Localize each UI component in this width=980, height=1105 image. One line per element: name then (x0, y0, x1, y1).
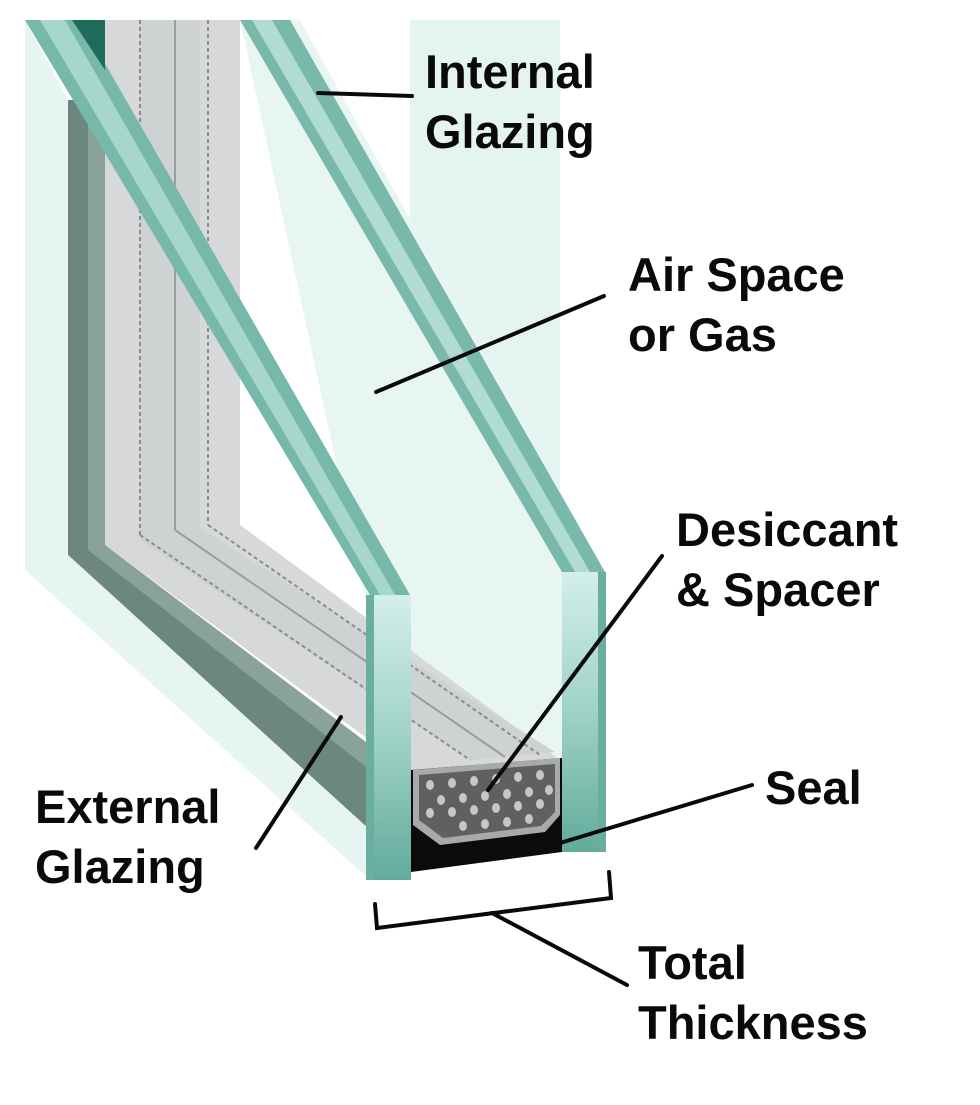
external-pane-face (25, 20, 370, 880)
internal-pane-face-lower (240, 20, 605, 850)
external-pane-end-left (366, 595, 374, 880)
desiccant-beads (426, 770, 553, 831)
label-desiccant-spacer: Desiccant & Spacer (676, 503, 899, 616)
leader-internal-glazing (316, 91, 414, 98)
label-air-space: Air Space or Gas (628, 248, 845, 361)
spacer-line-6 (207, 524, 541, 756)
label-internal-glazing: Internal Glazing (425, 45, 595, 158)
spacer-line-4 (139, 534, 471, 761)
leader-total-thickness (490, 911, 629, 987)
label-seal: Seal (765, 761, 862, 814)
internal-pane-edge-hi (252, 20, 590, 572)
external-pane-top-dark (72, 20, 105, 70)
spacer-strip-inner (140, 20, 555, 760)
external-pane-edge-hi (40, 20, 395, 595)
external-pane-shadow-light (88, 110, 370, 770)
leader-air-space (374, 294, 606, 394)
internal-pane-end-right (598, 572, 606, 852)
leader-external-glazing (254, 715, 343, 850)
leader-desiccant (486, 554, 664, 792)
label-external-glazing: External Glazing (35, 780, 221, 893)
thickness-bracket (373, 870, 614, 931)
spacer-line-5 (174, 529, 506, 758)
label-total-thickness: Total Thickness (638, 936, 868, 1049)
leader-seal (558, 783, 754, 845)
